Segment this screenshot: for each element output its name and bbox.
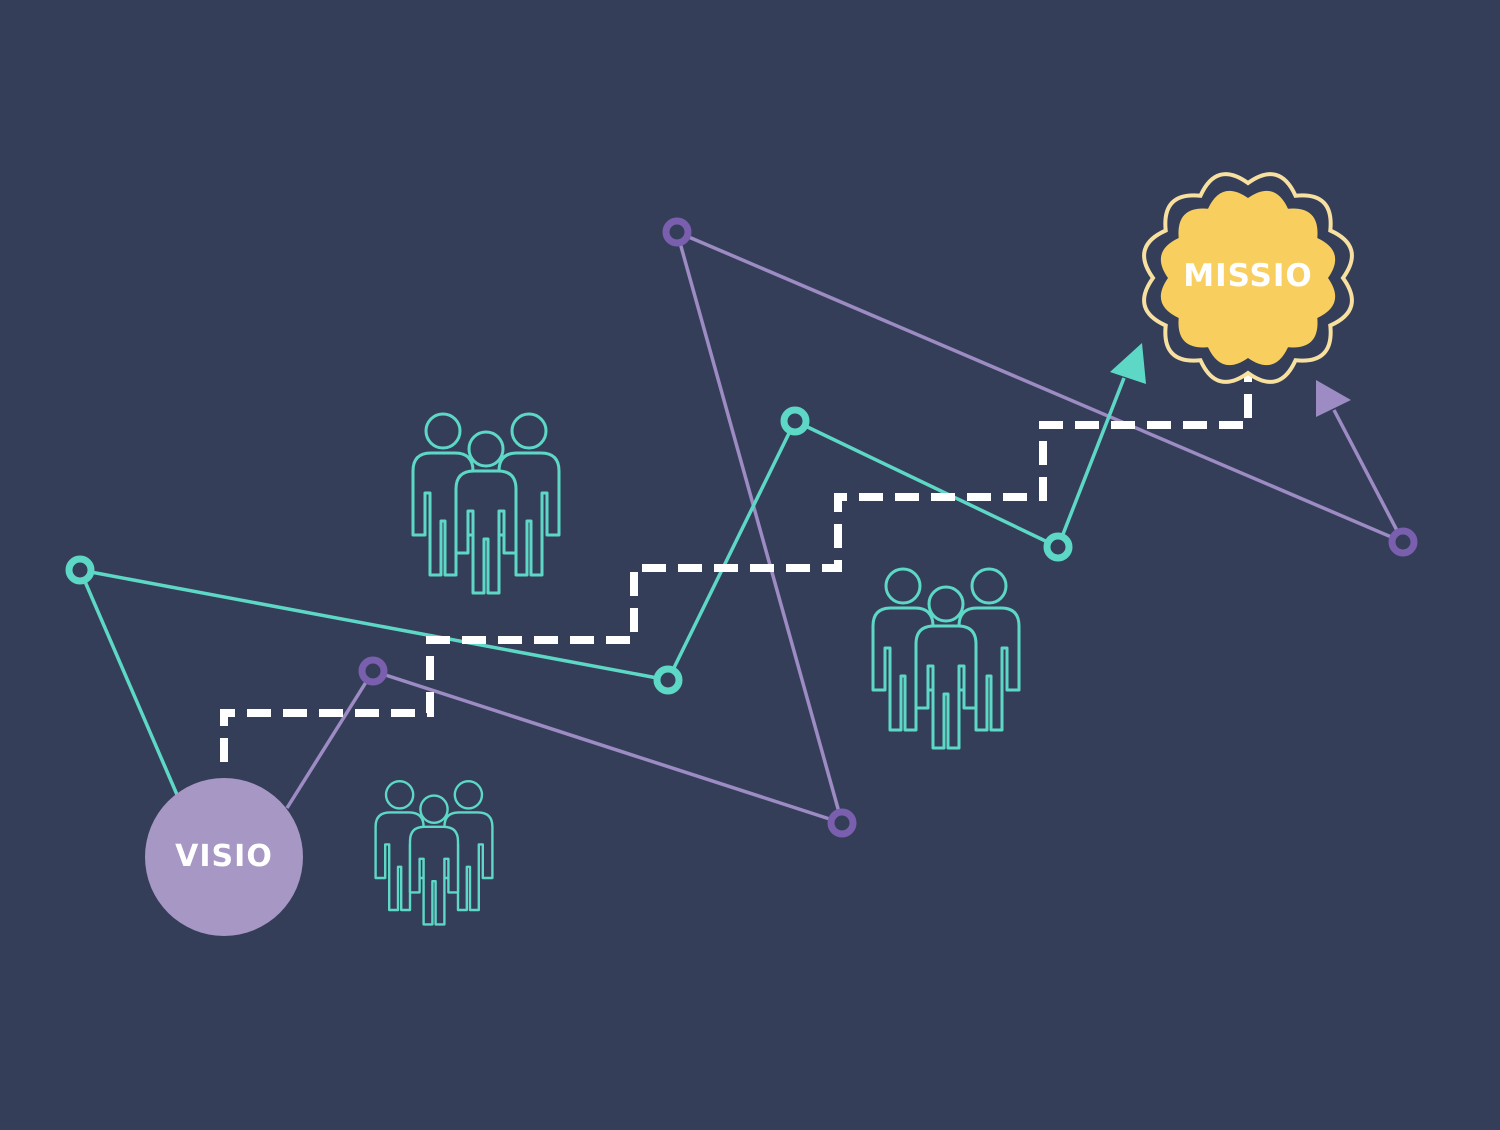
- arrow-head-icon: [1110, 343, 1146, 384]
- people-group-icon: [376, 781, 493, 924]
- purple-route: [285, 230, 1405, 825]
- start-node: [145, 778, 303, 936]
- teal-route: [78, 377, 1126, 798]
- waypoint-node-icon: [65, 555, 95, 585]
- waypoint-node-icon: [653, 665, 683, 695]
- arrow-head-icon: [1316, 380, 1351, 417]
- waypoint-node-icon: [1043, 532, 1073, 562]
- waypoint-node-icon: [827, 808, 857, 838]
- waypoint-node-icon: [662, 217, 692, 247]
- dashed-path: [220, 362, 1252, 762]
- waypoint-nodes: [65, 217, 1418, 838]
- goal-node-label: MISSIO: [1183, 258, 1313, 294]
- waypoint-node-icon: [780, 406, 810, 436]
- people-group-icon: [873, 569, 1019, 748]
- waypoint-node-icon: [1388, 527, 1418, 557]
- goal-node: [1142, 172, 1354, 384]
- start-node-label: VISIO: [175, 839, 273, 874]
- waypoint-node-icon: [358, 656, 388, 686]
- people-group-icon: [413, 414, 559, 593]
